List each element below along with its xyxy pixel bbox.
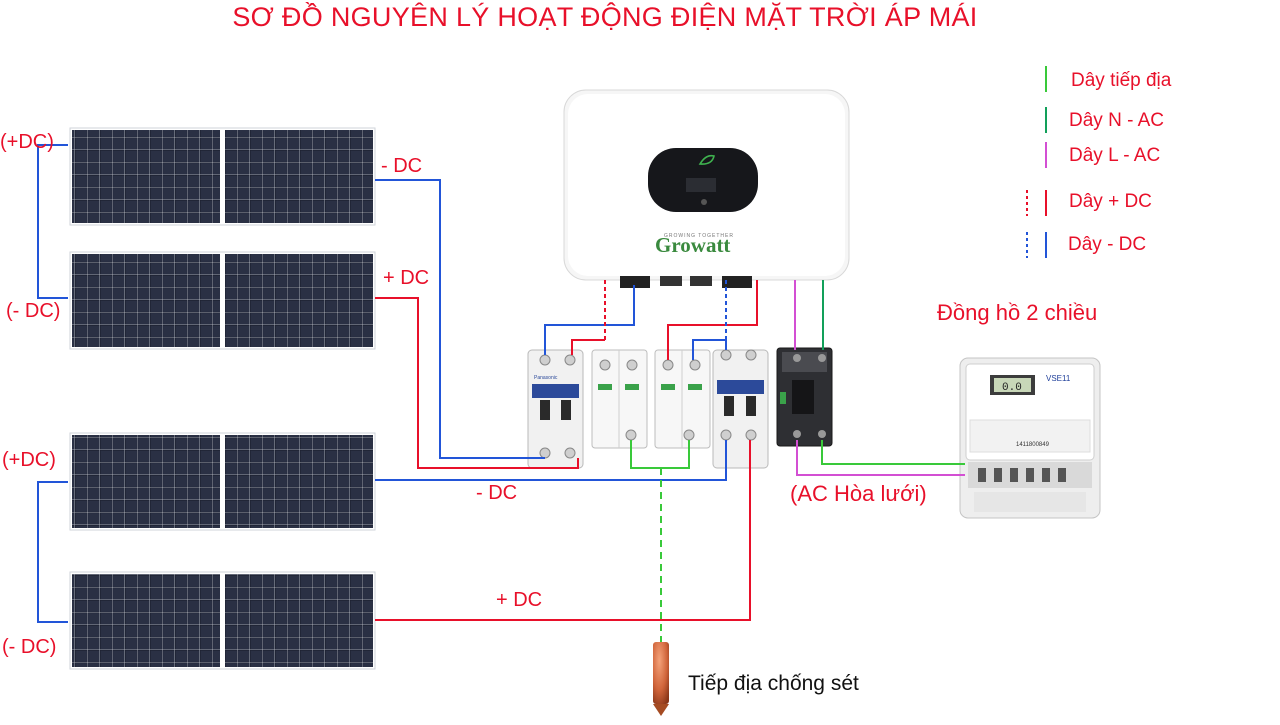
legend-pos-dc: Dây + DC [1069, 191, 1152, 212]
inverter-brand: Growatt [655, 233, 730, 257]
wire-ac-l-meter [796, 440, 965, 476]
wire-left-top-red [571, 339, 605, 355]
inverter-tagline: GROWING TOGETHER [664, 233, 734, 239]
meter-caption: Đồng hồ 2 chiều [937, 300, 1098, 325]
legend-n-ac: Dây N - AC [1069, 110, 1165, 131]
ground-rod-label: Tiếp địa chống sét [688, 672, 859, 695]
label-panel3-pos: (+DC) [2, 449, 56, 471]
wire-string1-pos [375, 297, 579, 469]
surge-protector-left [591, 349, 648, 449]
legend-swatches [1026, 66, 1047, 258]
wire-left-top-blue [544, 285, 635, 355]
label-panel1-neg: - DC [381, 155, 423, 177]
dc-breaker-right [712, 349, 769, 469]
wire-string2-pos [375, 440, 751, 621]
label-panel4-neg: (- DC) [2, 636, 57, 658]
ac-grid-label: (AC Hòa lưới) [790, 481, 927, 506]
label-panel1-pos: (+DC) [0, 131, 54, 153]
surge-protector-right [654, 349, 711, 449]
wire-string1-neg [375, 179, 545, 459]
breaker-brand-left: Panasonic [534, 375, 558, 381]
label-panel2-pos: + DC [383, 267, 430, 289]
solar-panel-3 [69, 432, 376, 531]
ground-rod [653, 642, 669, 716]
legend-l-ac: Dây L - AC [1069, 145, 1161, 166]
wiring [37, 144, 965, 642]
meter-display: 0.0 [1002, 382, 1022, 394]
wire-ac-n-meter [821, 440, 965, 465]
wire-series-bottom [37, 481, 68, 623]
wire-string2-neg [375, 440, 727, 481]
meter-serial: 1411800849 [1016, 442, 1050, 448]
ac-breaker [776, 347, 833, 447]
label-panel2-neg: (- DC) [6, 300, 61, 322]
meter-model: VSE11 [1046, 374, 1071, 383]
label-panel4-pos: + DC [496, 589, 543, 611]
bidirectional-meter [959, 357, 1101, 519]
solar-panel-2 [69, 251, 376, 350]
solar-panel-1 [69, 127, 376, 226]
wire-series-top [37, 144, 68, 299]
dc-breaker-left [527, 349, 584, 469]
growatt-inverter [563, 89, 850, 288]
legend-ground: Dây tiếp địa [1071, 70, 1172, 91]
page-title: SƠ ĐỒ NGUYÊN LÝ HOẠT ĐỘNG ĐIỆN MẶT TRỜI … [232, 2, 978, 32]
wire-right-top-red [667, 280, 758, 360]
solar-panel-4 [69, 571, 376, 670]
legend-neg-dc: Dây - DC [1068, 234, 1147, 255]
label-panel3-neg: - DC [476, 482, 518, 504]
